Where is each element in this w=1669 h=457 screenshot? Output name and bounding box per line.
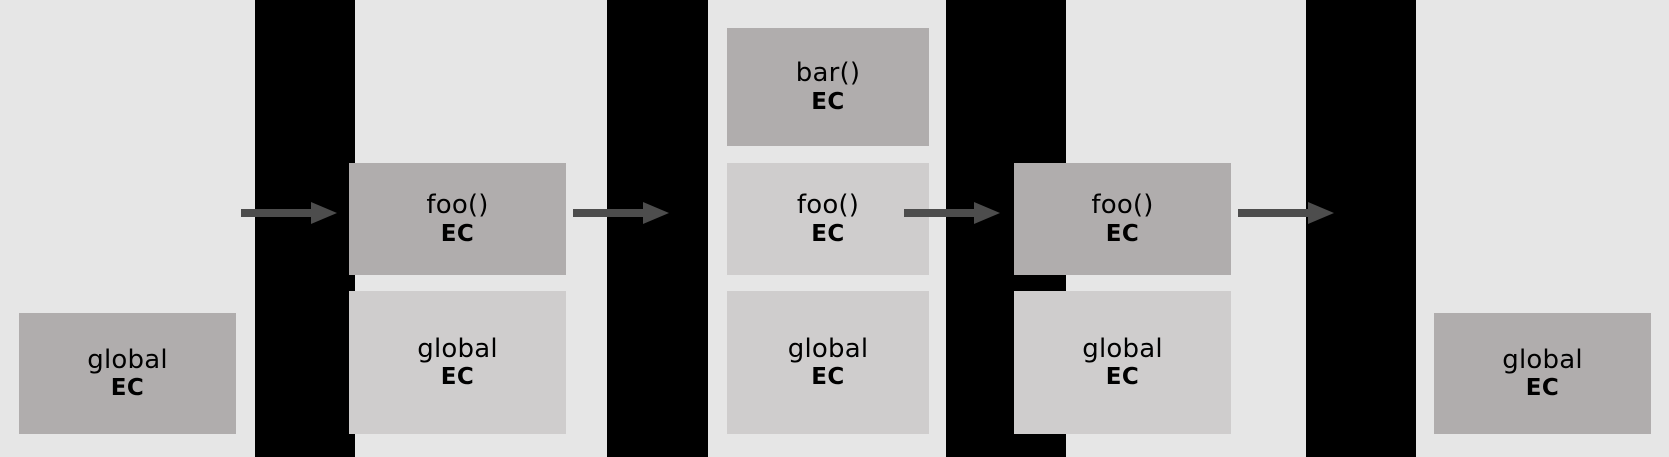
gap-1 bbox=[241, 0, 355, 457]
frame-name: global bbox=[1502, 344, 1583, 375]
frame-name: global bbox=[1082, 333, 1163, 364]
frame-sublabel: EC bbox=[110, 375, 145, 402]
frame-bar: bar() EC bbox=[727, 28, 929, 146]
frame-foo: foo() EC bbox=[1014, 163, 1231, 275]
frame-name: global bbox=[417, 333, 498, 364]
arrow-3 bbox=[904, 198, 1002, 228]
panel-step-5: global EC bbox=[1416, 0, 1669, 457]
frame-sublabel: EC bbox=[440, 364, 475, 391]
frame-name: foo() bbox=[796, 190, 860, 221]
frame-name: global bbox=[787, 333, 869, 364]
panel-step-4: foo() EC global EC bbox=[1014, 0, 1306, 457]
frame-sublabel: EC bbox=[1525, 375, 1560, 402]
frame-sublabel: EC bbox=[811, 220, 845, 247]
frame-name: foo() bbox=[426, 190, 489, 221]
frame-foo: foo() EC bbox=[727, 163, 929, 275]
frame-sublabel: EC bbox=[1105, 364, 1140, 391]
arrow-4 bbox=[1238, 198, 1336, 228]
arrow-1 bbox=[241, 198, 339, 228]
frame-global: global EC bbox=[1014, 291, 1231, 434]
frame-name: foo() bbox=[1091, 190, 1154, 221]
frame-sublabel: EC bbox=[811, 88, 845, 115]
panel-step-1: global EC bbox=[0, 0, 255, 457]
frame-global: global EC bbox=[727, 291, 929, 434]
frame-foo: foo() EC bbox=[349, 163, 566, 275]
frame-sublabel: EC bbox=[1105, 220, 1140, 247]
frame-global: global EC bbox=[19, 313, 236, 434]
arrow-2 bbox=[573, 198, 671, 228]
gap-4 bbox=[1238, 0, 1416, 457]
panel-step-3: bar() EC foo() EC global EC bbox=[708, 0, 946, 457]
frame-sublabel: EC bbox=[811, 364, 845, 391]
frame-name: global bbox=[87, 344, 168, 375]
gap-2 bbox=[573, 0, 708, 457]
frame-sublabel: EC bbox=[440, 220, 475, 247]
frame-name: bar() bbox=[795, 58, 861, 89]
panel-step-2: foo() EC global EC bbox=[349, 0, 607, 457]
frame-global: global EC bbox=[349, 291, 566, 434]
frame-global: global EC bbox=[1434, 313, 1651, 434]
